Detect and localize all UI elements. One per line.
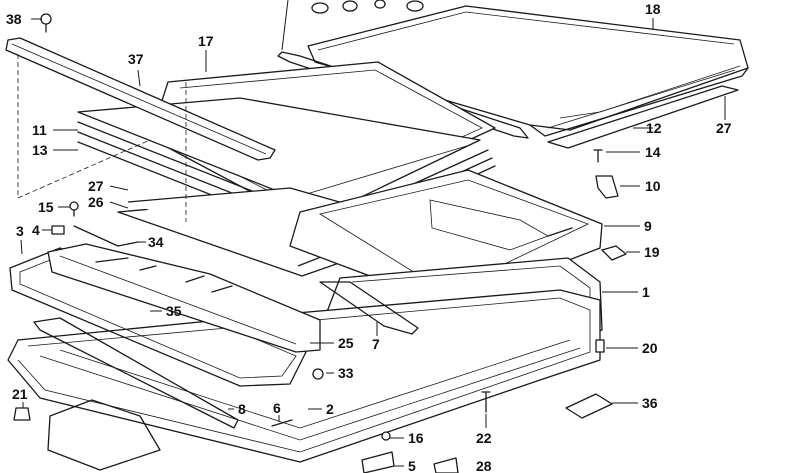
callout-35: 35 — [166, 303, 182, 319]
hardware-parts — [13, 13, 627, 473]
cable-part — [33, 317, 239, 429]
callout-9: 9 — [644, 218, 652, 234]
callout-37: 37 — [128, 51, 144, 67]
callout-12: 12 — [646, 120, 662, 136]
callout-38: 38 — [6, 11, 22, 27]
callout-20: 20 — [642, 340, 658, 356]
rail-strip-part — [5, 37, 276, 161]
callout-8: 8 — [238, 401, 246, 417]
callout-18: 18 — [645, 1, 661, 17]
guide-rail-part — [319, 281, 419, 335]
callout-27-right: 27 — [716, 120, 732, 136]
callout-22: 22 — [476, 430, 492, 446]
trim-frame-part — [47, 243, 321, 353]
callout-27-left: 27 — [88, 178, 104, 194]
callout-15: 15 — [38, 199, 54, 215]
callout-34: 34 — [148, 234, 164, 250]
callout-28: 28 — [476, 458, 492, 473]
callout-5: 5 — [408, 458, 416, 473]
callout-1: 1 — [642, 284, 650, 300]
callout-19: 19 — [644, 244, 660, 260]
callout-16: 16 — [408, 430, 424, 446]
callout-26: 26 — [88, 194, 104, 210]
callout-10: 10 — [645, 178, 661, 194]
callout-7: 7 — [372, 336, 380, 352]
callout-21: 21 — [12, 386, 28, 402]
callout-4: 4 — [32, 222, 40, 238]
leader-lines — [20, 0, 726, 467]
callout-36: 36 — [642, 395, 658, 411]
callout-6: 6 — [273, 400, 281, 416]
callout-14: 14 — [645, 144, 661, 160]
callout-13: 13 — [32, 142, 48, 158]
callout-25: 25 — [338, 335, 354, 351]
callout-33: 33 — [338, 365, 354, 381]
top-nuts — [311, 0, 424, 14]
callout-labels: 38 37 17 18 11 13 12 27 14 27 10 26 15 9… — [6, 1, 732, 473]
callout-3: 3 — [16, 223, 24, 239]
deflector-plate-right — [547, 85, 739, 149]
base-tray-part — [7, 289, 601, 471]
callout-11: 11 — [32, 122, 47, 138]
callout-17: 17 — [198, 33, 214, 49]
callout-2: 2 — [326, 401, 334, 417]
seal-ring-part — [9, 247, 307, 387]
